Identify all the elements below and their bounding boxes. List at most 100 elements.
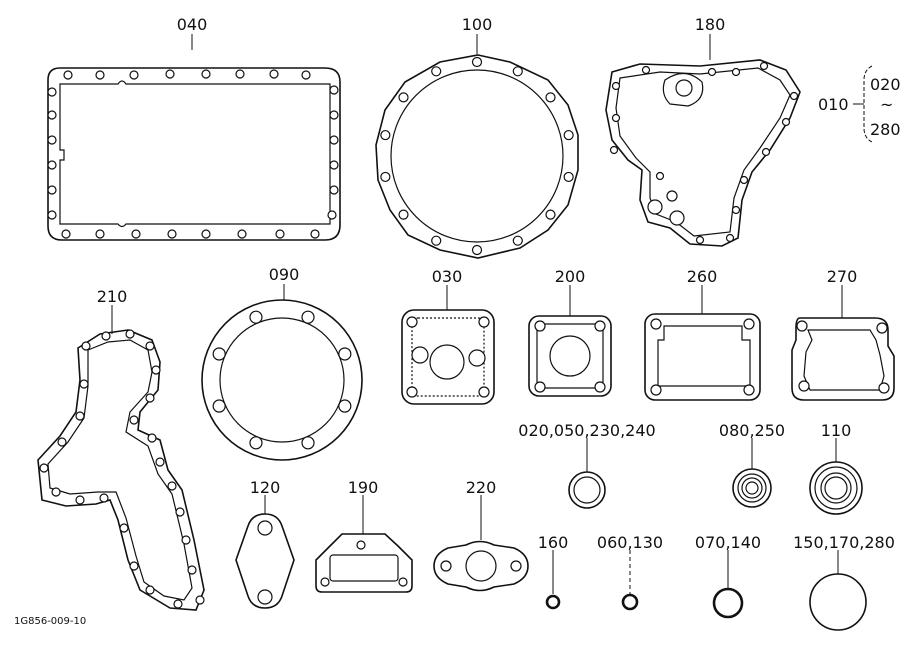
bolt-hole (145, 393, 155, 403)
callout-010: 010 (818, 95, 849, 114)
bolt-hole (398, 209, 409, 220)
oring-070-140: 070,140 (695, 533, 761, 619)
bolt-hole (471, 244, 483, 256)
bolt-hole (47, 87, 57, 97)
bolt-hole (47, 160, 57, 170)
bolt-hole (47, 135, 57, 145)
callout-190: 190 (348, 478, 379, 497)
seal-110: 110 (809, 421, 863, 515)
bolt-hole (75, 495, 85, 505)
bolt-hole (131, 229, 141, 239)
gasket-190: 190 (315, 478, 413, 593)
bolt-hole (655, 171, 665, 181)
bolt-hole (398, 92, 409, 103)
bolt-hole (39, 463, 49, 473)
bolt-hole (329, 85, 339, 95)
bolt-hole (725, 233, 735, 243)
gasket-210: 210 (37, 287, 205, 611)
bolt-hole (187, 565, 197, 575)
bolt-hole (249, 310, 263, 324)
bolt-hole (759, 61, 769, 71)
bolt-hole (51, 487, 61, 497)
bolt-hole (75, 411, 85, 421)
seal-080-250: 080,250 (719, 421, 785, 508)
bolt-hole (329, 110, 339, 120)
callout-110: 110 (821, 421, 852, 440)
callout-030: 030 (432, 267, 463, 286)
bolt-hole (95, 229, 105, 239)
bolt-hole (301, 310, 315, 324)
bolt-hole (789, 91, 799, 101)
callout-060-130: 060,130 (597, 533, 663, 552)
bolt-hole (125, 329, 135, 339)
range-tilde: ~ (880, 95, 893, 114)
bolt-hole (165, 69, 175, 79)
callout-180: 180 (695, 15, 726, 34)
bolt-hole (47, 185, 57, 195)
bolt-hole (81, 341, 91, 351)
callout-010-group: 010 020 ~ 280 (818, 65, 901, 143)
bolt-hole (545, 92, 556, 103)
bolt-hole (47, 110, 57, 120)
bolt-hole (611, 81, 621, 91)
callout-090: 090 (269, 265, 300, 284)
gasket-030: 030 (401, 267, 495, 405)
bolt-hole (329, 135, 339, 145)
bolt-hole (327, 210, 337, 220)
bolt-hole (781, 117, 791, 127)
gasket-200: 200 (528, 267, 612, 397)
oring-150-170-280: 150,170,280 (793, 533, 895, 631)
bolt-hole (338, 347, 352, 361)
bolt-hole (609, 145, 619, 155)
figure-id: 1G856-009-10 (14, 616, 86, 627)
bolt-hole (275, 229, 285, 239)
bolt-hole (380, 129, 391, 141)
bolt-hole (129, 415, 139, 425)
bolt-hole (181, 535, 191, 545)
callout-220: 220 (466, 478, 497, 497)
gasket-040: 040 (47, 15, 341, 241)
bolt-hole (61, 229, 71, 239)
bolt-hole (739, 175, 749, 185)
callout-210: 210 (97, 287, 128, 306)
bolt-hole (95, 70, 105, 80)
bolt-hole (301, 70, 311, 80)
bolt-hole (201, 69, 211, 79)
callout-040: 040 (177, 15, 208, 34)
bolt-hole (695, 235, 705, 245)
bolt-hole (167, 481, 177, 491)
bolt-hole (145, 585, 155, 595)
bolt-hole (301, 436, 315, 450)
oring-160: 160 (538, 533, 568, 610)
gasket-270: 270 (791, 267, 895, 401)
bolt-hole (641, 65, 651, 75)
bolt-hole (310, 229, 320, 239)
bolt-hole (173, 599, 183, 609)
bolt-hole (731, 67, 741, 77)
bolt-hole (512, 66, 523, 77)
bolt-hole (380, 171, 391, 183)
bolt-hole (235, 69, 245, 79)
callout-020-range: 020 (870, 75, 901, 94)
callout-260: 260 (687, 267, 718, 286)
bolt-hole (237, 229, 247, 239)
bolt-hole (431, 235, 442, 246)
bolt-hole (431, 66, 442, 77)
bolt-hole (99, 493, 109, 503)
gasket-100: 100 (375, 15, 579, 259)
seal-020-050-230-240: 020,050,230,240 (518, 421, 656, 509)
bolt-hole (611, 113, 621, 123)
bolt-hole (145, 341, 155, 351)
bolt-hole (175, 507, 185, 517)
bolt-hole (329, 185, 339, 195)
bolt-hole (563, 129, 574, 141)
gasket-220: 220 (433, 478, 529, 592)
bolt-hole (731, 205, 741, 215)
bolt-hole (201, 229, 211, 239)
bolt-hole (212, 399, 226, 413)
bolt-hole (129, 561, 139, 571)
bolt-hole (57, 437, 67, 447)
bolt-hole (269, 69, 279, 79)
gasket-180: 180 (605, 15, 801, 247)
